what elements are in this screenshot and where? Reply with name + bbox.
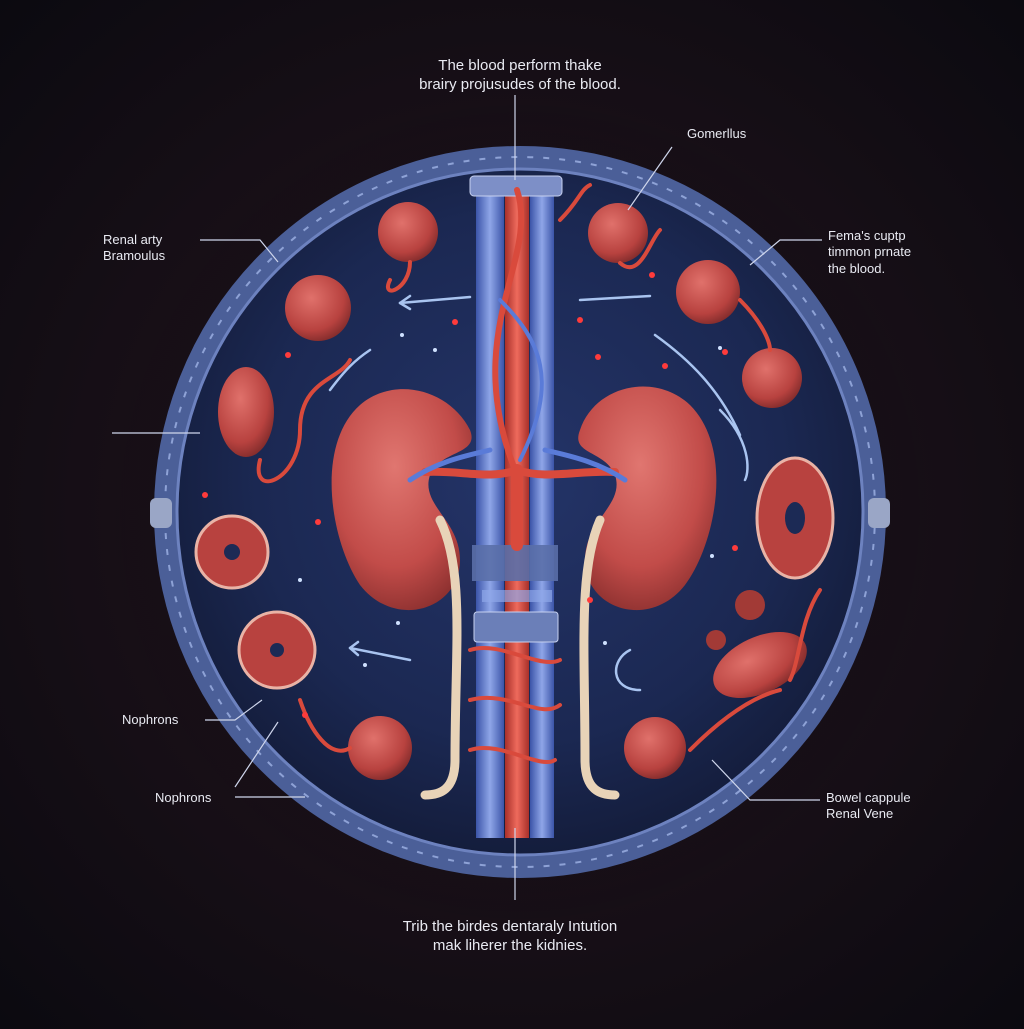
bottom-caption-line2: mak liherer the kidnies. [432, 936, 588, 954]
label-gomerllus: Gomerllus [687, 126, 747, 141]
label-renal-artery: Renal arty Bramoulus [103, 232, 165, 265]
top-caption-line2: brairy projusudes of the blood. [419, 75, 621, 93]
label-bowel-capsule: Bowel cappule Renal Vene [826, 790, 911, 823]
ureters [420, 515, 620, 800]
top-caption-line1: The blood perform thake [438, 57, 602, 74]
label-renal-artery-line2: Bramoulus [103, 248, 166, 264]
right-kidney [578, 386, 717, 611]
tubules [256, 183, 822, 753]
bottom-caption-line1: Trib the birdes dentaraly Intution [402, 918, 618, 935]
left-kidney [331, 389, 472, 611]
red-dots [202, 272, 738, 718]
cross-sections [194, 456, 835, 690]
top-caption: The blood perform thake brairy projusude… [360, 57, 680, 95]
flow-arrows [328, 294, 749, 692]
label-renal-artery-line1: Renal arty [103, 232, 163, 247]
label-renal-vene: Renal Vene [826, 806, 894, 822]
label-bowel-capsule-line1: Bowel cappule [826, 790, 911, 805]
label-femas-line2: timmon prnate [828, 244, 912, 260]
right-knob [868, 498, 890, 528]
label-femas: Fema's cuptp timmon prnate the blood. [828, 228, 911, 277]
label-femas-line1: Fema's cuptp [828, 228, 906, 243]
sparkles [298, 333, 722, 667]
left-knob [150, 498, 172, 528]
renal-vessels [407, 187, 628, 764]
label-nephrons-2: Nophrons [155, 790, 212, 805]
leader-lines [112, 95, 822, 900]
label-femas-line3: the blood. [828, 260, 886, 276]
bottom-caption: Trib the birdes dentaraly Intution mak l… [330, 918, 690, 956]
label-nephrons-1: Nophrons [122, 712, 179, 727]
glomeruli [218, 202, 807, 780]
